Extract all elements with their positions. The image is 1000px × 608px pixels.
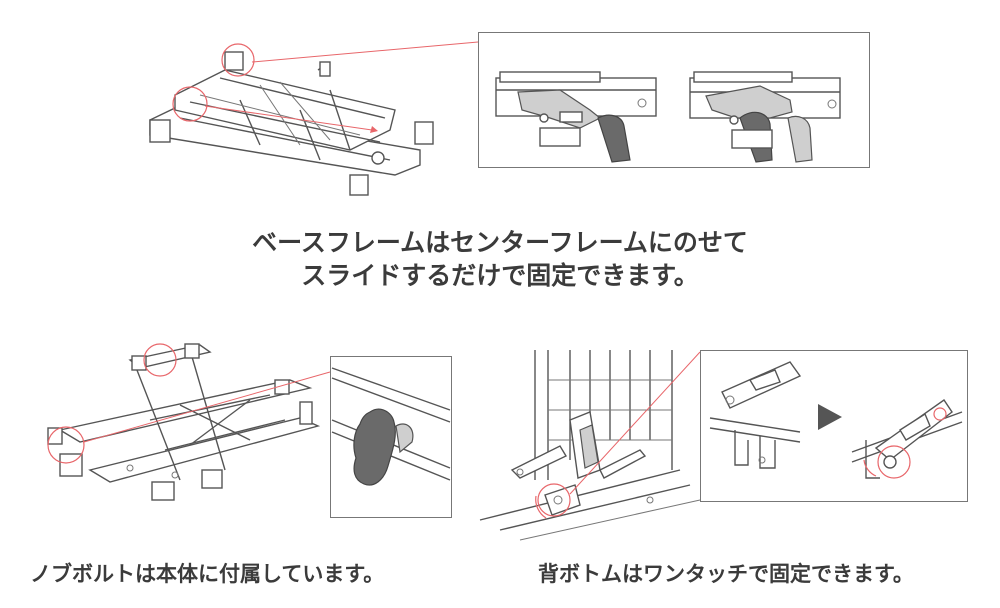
frame-drawing <box>479 350 701 541</box>
top-caption: ベースフレームはセンターフレームにのせて スライドするだけで固定できます。 <box>0 226 1000 292</box>
highlight-circle <box>47 426 85 464</box>
top-caption-line1: ベースフレームはセンターフレームにのせて <box>252 228 748 257</box>
highlight-circle <box>537 483 571 517</box>
knob-bolt-icon <box>353 408 396 486</box>
highlight-circle <box>143 343 177 377</box>
highlight-circle <box>221 43 255 77</box>
bottom-left-caption: ノブボルトは本体に付属しています。 <box>30 562 385 586</box>
highlight-circle <box>877 445 911 479</box>
top-caption-line2: スライドするだけで固定できます。 <box>301 261 699 290</box>
triangle-right-icon <box>818 404 842 430</box>
highlight-circle <box>172 86 208 122</box>
bottom-right-caption: 背ボトムはワンタッチで固定できます。 <box>538 562 914 586</box>
